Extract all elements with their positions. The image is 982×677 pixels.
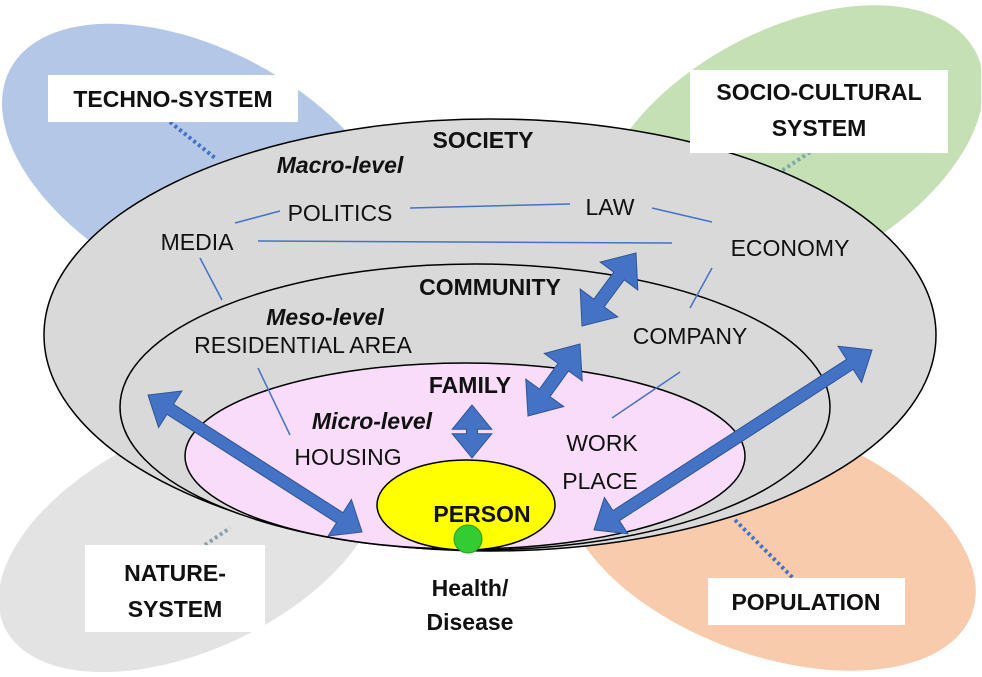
work-label: WORK <box>566 430 638 456</box>
place-label: PLACE <box>562 468 637 494</box>
health-dot <box>453 524 483 554</box>
media-label: MEDIA <box>161 229 235 255</box>
media-politics-line <box>234 210 281 224</box>
residential-area-label: RESIDENTIAL AREA <box>194 332 412 358</box>
health-label: Health/ <box>432 575 509 601</box>
techno-system-label: TECHNO-SYSTEM <box>73 86 272 112</box>
techno-system-box <box>48 75 298 122</box>
dotted-connectors <box>168 120 812 582</box>
techno-connector <box>168 120 217 160</box>
socio-cultural-label-1: SOCIO-CULTURAL <box>716 79 921 105</box>
socio-cultural-label-2: SYSTEM <box>772 115 867 141</box>
relation-lines <box>199 203 713 436</box>
company-workplace-line <box>611 371 681 419</box>
socio-connector <box>778 150 812 174</box>
double-arrows <box>147 252 873 537</box>
society-title: SOCIETY <box>433 127 534 153</box>
media-community-line <box>199 257 223 301</box>
nature-system-label-1: NATURE- <box>124 560 226 586</box>
politics-label: POLITICS <box>288 200 393 226</box>
economy-company-line <box>689 267 713 309</box>
nature-system-label-2: SYSTEM <box>128 596 223 622</box>
macro-level-label: Macro-level <box>277 152 404 178</box>
micro-level-label: Micro-level <box>312 408 433 434</box>
nature-person-arrow <box>147 390 363 537</box>
meso-level-label: Meso-level <box>266 304 384 330</box>
law-label: LAW <box>586 194 635 220</box>
socio-cultural-box <box>690 70 948 153</box>
family-title: FAMILY <box>429 372 511 398</box>
population-label: POPULATION <box>731 589 880 615</box>
housing-label: HOUSING <box>294 444 401 470</box>
disease-label: Disease <box>427 609 514 635</box>
population-box <box>708 578 905 625</box>
community-title: COMMUNITY <box>419 274 561 300</box>
population-person-arrow <box>593 345 873 535</box>
residential-housing-line <box>257 367 291 436</box>
politics-law-line <box>409 203 571 209</box>
nature-system-box <box>85 545 265 632</box>
society-community-arrow <box>579 252 639 327</box>
company-label: COMPANY <box>633 323 748 349</box>
community-family-arrow <box>525 343 583 417</box>
person-title: PERSON <box>433 501 530 527</box>
economy-label: ECONOMY <box>731 235 850 261</box>
nature-connector <box>203 526 232 547</box>
family-person-arrow <box>451 404 493 459</box>
law-economy-line <box>651 207 713 223</box>
media-economy-line <box>257 240 673 244</box>
population-connector <box>733 518 797 582</box>
